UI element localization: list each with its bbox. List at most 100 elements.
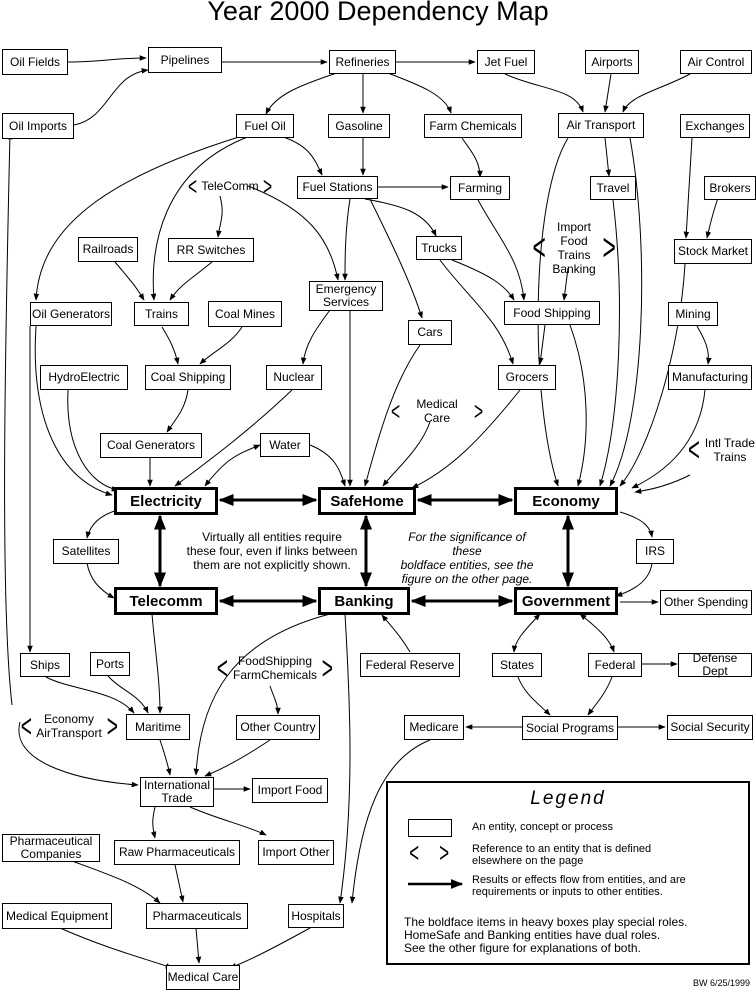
arrow-mining-manufacturing (696, 325, 712, 365)
node-farming: Farming (450, 176, 510, 200)
arrow-banking-hospitals (338, 613, 351, 904)
chevron-left-icon: < (188, 171, 198, 201)
node-trucks: Trucks (416, 236, 462, 260)
arrow-travel-economy (599, 199, 620, 487)
chevron-left-icon: < (391, 396, 401, 426)
chevron-right-icon: > (321, 650, 333, 686)
node-social-programs: Social Programs (522, 716, 618, 740)
arrow-water-safehome (309, 444, 346, 487)
ref-foodshipping-farmchemicals: < FoodShipping FarmChemicals > (217, 650, 333, 686)
node-airports: Airports (585, 50, 639, 74)
arrow-intltrade-importother (189, 806, 267, 836)
node-coal-shipping: Coal Shipping (145, 365, 231, 390)
legend-arrow-swatch (408, 879, 464, 889)
arrow-nuclear-electricity (174, 389, 293, 487)
arrow-aircontrol-airtransport (622, 73, 691, 113)
arrow-satellites-telecomm (86, 562, 115, 599)
arrow-telecommref-emergency (247, 185, 340, 281)
node-telecomm: Telecomm (114, 587, 218, 615)
node-air-transport: Air Transport (558, 113, 644, 138)
ref-import-food-trains-banking: < Import Food Trains Banking > (532, 220, 616, 276)
node-exchanges: Exchanges (680, 114, 750, 138)
arrow-pharm-medcare (195, 927, 202, 964)
legend-arrow-text: Results or effects flow from entities, a… (472, 874, 686, 898)
node-railroads: Railroads (78, 237, 138, 262)
arrow-banking-intltrade (193, 613, 331, 776)
node-hydroelectric: HydroElectric (40, 365, 128, 390)
arrow-trucks-foodshipping (451, 259, 515, 301)
legend-title: Legend (530, 788, 606, 809)
arrow-airtransport-travel (604, 137, 612, 177)
node-hospitals: Hospitals (288, 904, 344, 928)
arrow-hospitals-medcare (229, 927, 311, 969)
chevron-left-icon: < (20, 708, 32, 744)
arrow-irs-government (615, 562, 653, 597)
arrow-medequip-medcare (59, 927, 173, 969)
arrow-economyref-intltrade (18, 721, 139, 788)
chevron-right-icon: > (473, 396, 483, 426)
arrow-farmchem-farming (461, 137, 483, 178)
arrow-intltraderef-economy (634, 474, 691, 494)
node-pipelines: Pipelines (148, 47, 222, 73)
arrow-rawpharm-pharm (174, 864, 185, 903)
arrow-federal-socialprog (587, 676, 613, 716)
node-international-trade: International Trade (140, 777, 214, 807)
arrow-fuelstations-emergency (342, 198, 351, 281)
node-other-country: Other Country (236, 715, 320, 740)
arrow-telecomm-maritime (151, 613, 163, 714)
node-maritime: Maritime (126, 714, 190, 740)
ref-intl-trade-trains: < Intl Trade Trains (688, 431, 755, 469)
arrow-airports-airtransport (603, 73, 612, 113)
arrow-foodshipref-othercountry (269, 685, 281, 715)
arrow-emergency-nuclear (300, 309, 331, 365)
ref-medical-care: < Medical Care > (391, 396, 483, 426)
arrow-maritime-intltrade (159, 739, 172, 776)
node-medicare: Medicare (404, 715, 464, 740)
node-banking: Banking (318, 587, 410, 615)
node-manufacturing: Manufacturing (668, 365, 752, 390)
arrow-oilfields-pipelines (67, 55, 147, 63)
node-ports: Ports (90, 652, 130, 676)
arrow-oilgen-electricity (34, 325, 113, 496)
arrow-coalmines-coalshipping (199, 326, 243, 365)
node-import-food: Import Food (252, 778, 328, 803)
arrow-importref-foodshipping (562, 267, 569, 301)
node-pharmaceuticals: Pharmaceuticals (146, 903, 248, 929)
node-ships: Ships (20, 653, 70, 677)
node-satellites: Satellites (53, 539, 119, 564)
chevron-right-icon: > (262, 171, 272, 201)
node-raw-pharmaceuticals: Raw Pharmaceuticals (114, 840, 240, 865)
chevron-right-icon: > (106, 708, 118, 744)
chevron-right-icon: > (439, 837, 450, 868)
arrow-hydro-electricity (67, 389, 119, 492)
arrow-states-socialprog (517, 676, 551, 716)
arrow-refineries-farmchem (384, 71, 452, 114)
arrow-foodshipping-economy (569, 324, 587, 487)
node-trains: Trains (134, 302, 189, 326)
arrow-fuelstations-cars (369, 198, 423, 319)
arrow-othercountry-intltrade (204, 739, 271, 777)
center-note: Virtually all entities require these fou… (186, 530, 358, 572)
node-other-spending: Other Spending (660, 590, 752, 615)
chevron-left-icon: < (217, 650, 229, 686)
node-grocers: Grocers (498, 365, 556, 390)
node-electricity: Electricity (114, 487, 218, 515)
arrow-fuelstations-trucks (364, 198, 437, 237)
legend-reference-swatch: <> (406, 837, 458, 868)
node-medical-equipment: Medical Equipment (2, 903, 112, 929)
node-coal-mines: Coal Mines (208, 301, 282, 327)
arrow-airtransport2-economy (609, 137, 643, 487)
legend-entity-swatch (408, 819, 452, 837)
legend: Legend An entity, concept or process <> … (386, 781, 750, 965)
arrow-fedreserve-banking (381, 614, 411, 653)
node-oil-imports: Oil Imports (2, 113, 74, 139)
node-stock-market: Stock Market (674, 239, 752, 264)
node-water: Water (260, 433, 310, 457)
arrow-telecommref-rrswitches (216, 195, 223, 238)
page-title: Year 2000 Dependency Map (207, 0, 549, 26)
arrow-manufacturing-economy (631, 389, 706, 489)
node-rr-switches: RR Switches (168, 238, 254, 262)
node-cars: Cars (408, 320, 452, 345)
arrow-farming-foodshipping (477, 199, 527, 301)
node-states: States (492, 653, 542, 677)
